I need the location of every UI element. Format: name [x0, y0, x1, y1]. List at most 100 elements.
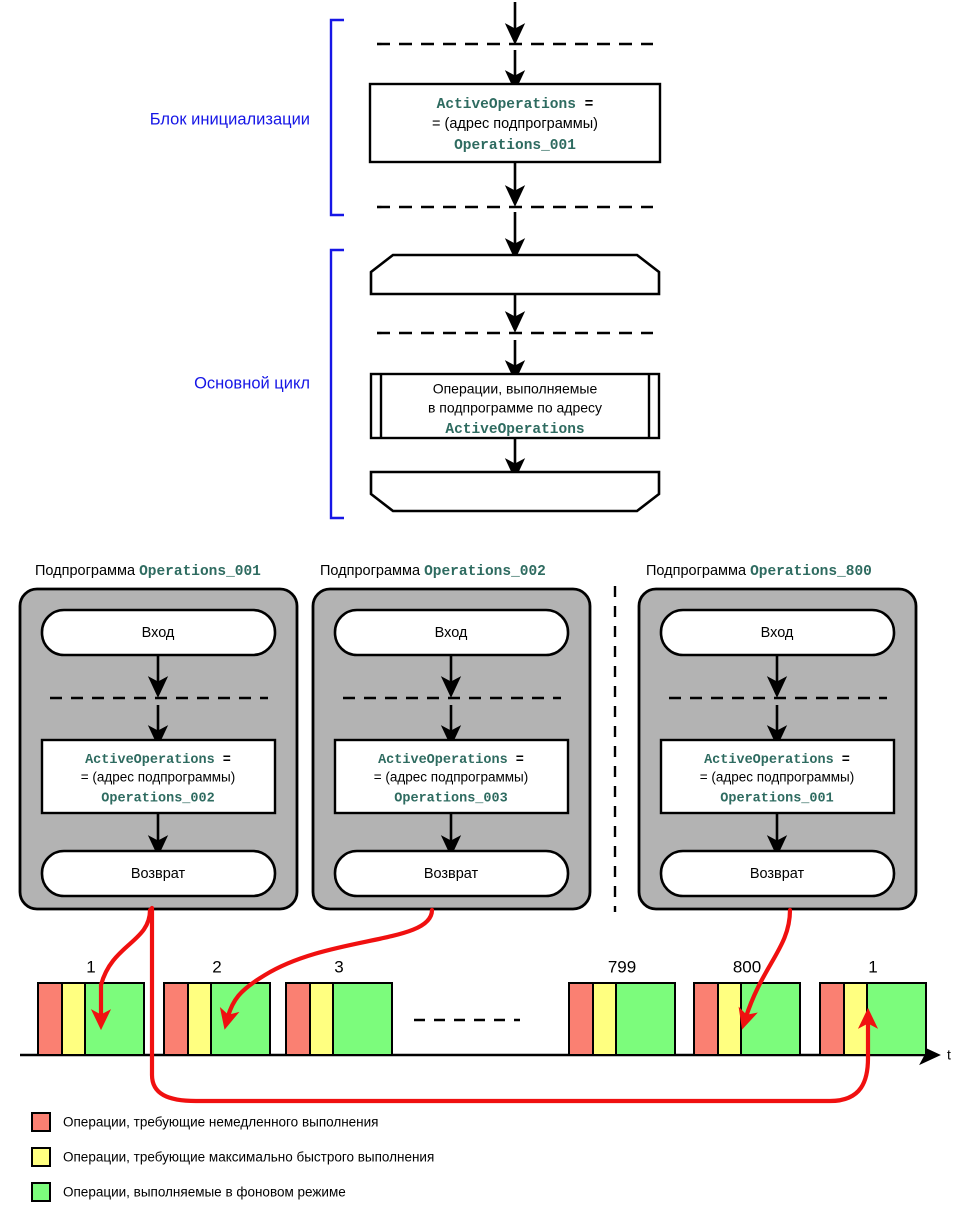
subroutine-800-title-prefix: Подпрограмма [646, 563, 750, 579]
timeline-slot-799-label: 799 [608, 957, 636, 976]
timeline-slot-799: 799 [568, 957, 676, 1056]
subroutine-800-assign-line2: = (адрес подпрограммы) [700, 770, 854, 785]
subroutine-1-title-prefix: Подпрограмма [35, 563, 139, 579]
subroutine-2-assign-equals: = [508, 753, 524, 768]
timeline: t 1 2 3 799 [20, 957, 951, 1066]
main-loop-bracket [329, 248, 344, 520]
init-assign-equals: = [576, 97, 593, 113]
subroutine-800-assign-line3: Operations_001 [720, 792, 833, 807]
init-assign-line1: ActiveOperations = [437, 97, 594, 113]
subroutine-800-entry-label: Вход [761, 625, 794, 641]
subroutine-800-title-code: Operations_800 [750, 564, 872, 580]
timeline-slot-1wrap-fast [843, 982, 868, 1056]
subroutine-1-exit-label: Возврат [131, 866, 186, 882]
subroutine-1-assign-var: ActiveOperations [85, 753, 215, 768]
subroutine-2-title-prefix: Подпрограмма [320, 563, 424, 579]
init-assign-var: ActiveOperations [437, 97, 576, 113]
timeline-slot-3: 3 [285, 957, 393, 1056]
subroutine-2-entry-label: Вход [435, 625, 468, 641]
init-assign-line3: Operations_001 [454, 138, 576, 154]
red-connector-arrows [90, 905, 879, 1104]
timeline-axis-label: t [947, 1047, 951, 1063]
legend-item-fast: Операции, требующие максимально быстрого… [31, 1147, 434, 1167]
legend-swatch-background [31, 1182, 51, 1202]
red-arrow-loopback-to-slot1wrap [149, 905, 879, 1104]
subroutine-2-assign-line1: ActiveOperations = [378, 753, 524, 768]
timeline-slot-799-background [615, 982, 676, 1056]
legend-label-immediate: Операции, требующие немедленного выполне… [63, 1115, 378, 1130]
timeline-slot-800-immediate [693, 982, 719, 1056]
timeline-slot-799-immediate [568, 982, 594, 1056]
subroutine-2-title: Подпрограмма Operations_002 [320, 563, 546, 580]
subroutine-1-entry-label: Вход [142, 625, 175, 641]
legend: Операции, требующие немедленного выполне… [31, 1112, 434, 1202]
subroutine-2-title-code: Operations_002 [424, 564, 546, 580]
timeline-slot-1-background [84, 982, 145, 1056]
subroutine-1-assign-equals: = [215, 753, 231, 768]
subroutine-2-exit-terminator [333, 849, 570, 898]
subroutine-2-assign-var: ActiveOperations [378, 753, 508, 768]
init-assignment-box [368, 82, 662, 164]
timeline-slot-1: 1 [37, 957, 145, 1056]
subroutine-800-entry-terminator [659, 608, 896, 657]
subroutine-1-assign-line1: ActiveOperations = [85, 753, 231, 768]
predefined-process-line3: ActiveOperations [445, 422, 584, 438]
init-section-label: Блок инициализации [150, 110, 310, 128]
timeline-slot-3-label: 3 [334, 957, 343, 976]
legend-label-fast: Операции, требующие максимально быстрого… [63, 1150, 434, 1165]
init-bracket [329, 18, 344, 217]
timeline-slot-1wrap-label: 1 [868, 957, 877, 976]
legend-item-background: Операции, выполняемые в фоновом режиме [31, 1182, 346, 1202]
timeline-slot-799-fast [592, 982, 617, 1056]
legend-item-immediate: Операции, требующие немедленного выполне… [31, 1112, 378, 1132]
timeline-slot-2: 2 [163, 957, 271, 1056]
timeline-slot-1-label: 1 [86, 957, 95, 976]
subroutine-1-entry-terminator [40, 608, 277, 657]
red-arrow-sub1-to-slot1 [90, 907, 153, 1031]
subroutine-800-assign-equals: = [834, 753, 850, 768]
subroutine-1-assign-line3: Operations_002 [101, 792, 214, 807]
legend-swatch-fast [31, 1147, 51, 1167]
timeline-slot-800-label: 800 [733, 957, 761, 976]
subroutine-2-entry-terminator [333, 608, 570, 657]
subroutine-1-exit-terminator [40, 849, 277, 898]
subroutine-800-exit-terminator [659, 849, 896, 898]
subroutine-2-assignment-box [333, 738, 570, 815]
timeline-slot-1-immediate [37, 982, 63, 1056]
subroutine-block-1: Подпрограмма Operations_001 Вход ActiveO… [18, 563, 299, 911]
main-loop-section-label: Основной цикл [194, 374, 310, 392]
predefined-process-outer [369, 372, 661, 440]
subroutine-1-title: Подпрограмма Operations_001 [35, 563, 261, 580]
subroutine-2-assign-line3: Operations_003 [394, 792, 507, 807]
loop-start-hexagon [369, 253, 661, 296]
subroutine-1-title-code: Operations_001 [139, 564, 261, 580]
subroutine-800-title: Подпрограмма Operations_800 [646, 563, 872, 580]
subroutine-block-2: Подпрограмма Operations_002 Вход ActiveO… [311, 563, 592, 911]
timeline-slot-1-fast [61, 982, 86, 1056]
legend-swatch-immediate [31, 1112, 51, 1132]
subroutine-1-assign-line2: = (адрес подпрограммы) [81, 770, 235, 785]
timeline-slot-3-fast [309, 982, 334, 1056]
predefined-process-line2: в подпрограмме по адресу [428, 400, 602, 416]
timeline-slot-800: 800 [693, 957, 801, 1056]
init-assign-line2: = (адрес подпрограммы) [432, 116, 598, 132]
predefined-process-line1: Операции, выполняемые [433, 381, 598, 397]
timeline-slot-3-immediate [285, 982, 311, 1056]
red-arrow-sub2-to-slot2 [219, 907, 435, 1030]
timeline-slot-2-fast [187, 982, 212, 1056]
subroutine-block-800: Подпрограмма Operations_800 Вход ActiveO… [637, 563, 918, 911]
timeline-slot-1wrap-immediate [819, 982, 845, 1056]
timeline-slot-2-label: 2 [212, 957, 221, 976]
predefined-process-block: Операции, выполняемые в подпрограмме по … [369, 372, 661, 440]
subroutine-1-assignment-box [40, 738, 277, 815]
timeline-slot-800-fast [717, 982, 742, 1056]
red-arrow-sub800-to-slot800 [738, 907, 793, 1030]
subroutine-800-assignment-box [659, 738, 896, 815]
legend-label-background: Операции, выполняемые в фоновом режиме [63, 1185, 346, 1200]
subroutine-800-assign-line1: ActiveOperations = [704, 753, 850, 768]
timeline-slot-800-background [740, 982, 801, 1056]
subroutine-2-assign-line2: = (адрес подпрограммы) [374, 770, 528, 785]
main-loop-section: Основной цикл Операции, выполняемые в по… [194, 212, 661, 520]
subroutine-800-assign-var: ActiveOperations [704, 753, 834, 768]
